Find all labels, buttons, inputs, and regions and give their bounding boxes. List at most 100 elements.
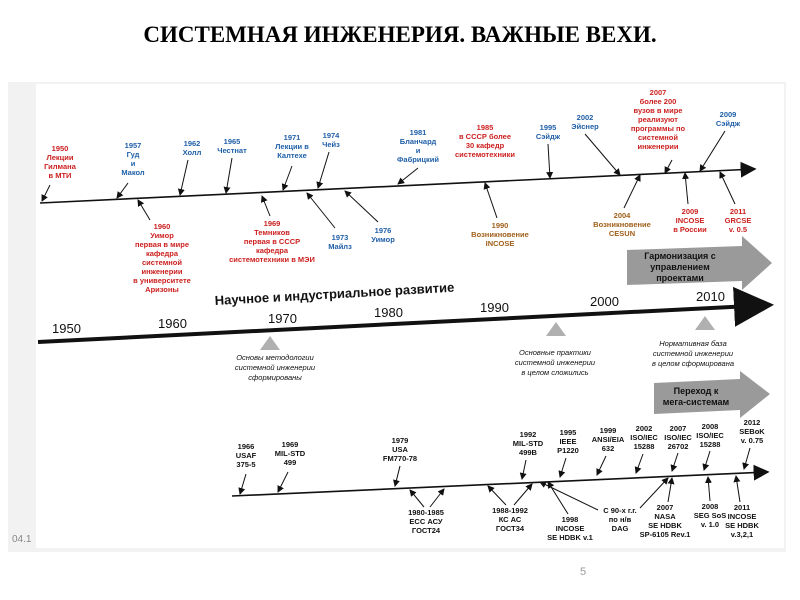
decade-label: 1990 xyxy=(480,300,509,315)
development-heading: Научное и индустриальное развитие xyxy=(214,280,454,308)
decades-axis xyxy=(37,286,774,344)
decade-labels: 1950 1960 1970 1980 1990 2000 2010 xyxy=(52,289,725,336)
decade-label: 1970 xyxy=(268,311,297,326)
footer-date: 04.1 xyxy=(12,534,32,545)
decade-label: 1980 xyxy=(374,305,403,320)
decade-label: 1960 xyxy=(158,316,187,331)
decade-label: 2000 xyxy=(590,294,619,309)
decade-label: 2010 xyxy=(696,289,725,304)
standards-timeline-axis xyxy=(231,464,770,497)
diagram-area xyxy=(36,84,784,548)
decade-label: 1950 xyxy=(52,321,81,336)
top-timeline-axis xyxy=(39,161,757,204)
slide-title: СИСТЕМНАЯ ИНЖЕНЕРИЯ. ВАЖНЫЕ ВЕХИ. xyxy=(143,22,657,47)
page-number: 5 xyxy=(580,566,587,578)
